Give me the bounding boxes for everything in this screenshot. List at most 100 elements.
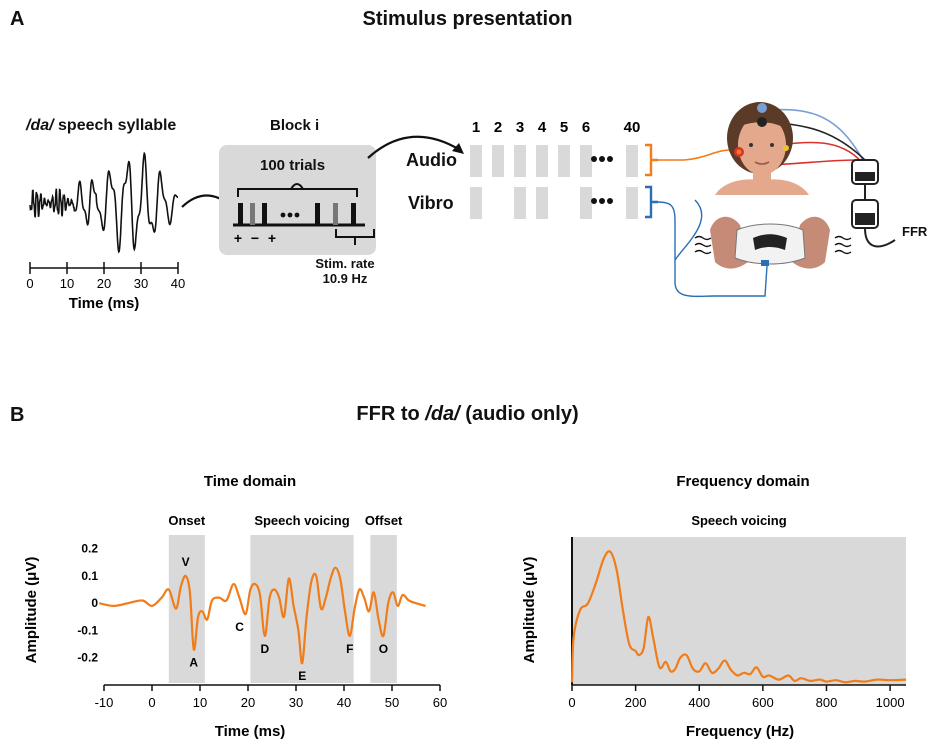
wave-tick-1: 10: [60, 276, 74, 291]
td-ylabel: Amplitude (μV): [23, 557, 40, 664]
td-peak-V: V: [182, 555, 190, 569]
audio-block-3: [514, 145, 526, 177]
fd-xtick-label: 1000: [876, 695, 905, 710]
td-peak-A: A: [189, 656, 198, 670]
fd-xtick-label: 200: [625, 695, 647, 710]
td-peak-E: E: [298, 669, 306, 683]
waveform-trace: [29, 151, 179, 254]
block-trials-diagram: + − +: [233, 183, 375, 246]
panel-b-title-suffix: (audio only): [465, 403, 579, 425]
wave-tick-2: 20: [97, 276, 111, 291]
fd-region-label: Speech voicing: [691, 513, 786, 528]
vibro-connector: [761, 260, 769, 266]
td-region-0: [168, 535, 205, 683]
fd-region: [572, 537, 906, 685]
td-ytick-label: 0.2: [81, 542, 98, 556]
panel-a-label: A: [10, 8, 25, 30]
td-xtick-label: -10: [95, 695, 114, 710]
td-xtick-label: 50: [385, 695, 399, 710]
electrode-forehead: [757, 117, 767, 127]
block-number-1: 1: [472, 119, 480, 136]
vibro-block-4: [536, 187, 548, 219]
wave-xlabel: Time (ms): [69, 295, 140, 312]
audio-block-2: [492, 145, 504, 177]
panel-a-title: Stimulus presentation: [362, 8, 573, 30]
td-ytick-label: -0.2: [77, 651, 98, 665]
panel-b-title-prefix: FFR to: [356, 403, 420, 425]
fd-xtick-label: 400: [688, 695, 710, 710]
fd-xtick-label: 800: [816, 695, 838, 710]
fd-xtick-label: 600: [752, 695, 774, 710]
td-axes: -10 0 10 20 30 40 50 60 0.2 0.1 0 -0.1 -0.2: [77, 542, 447, 710]
audio-block-5: [558, 145, 570, 177]
polarity-2: +: [268, 230, 276, 246]
panel-b-title-syllable: /da/: [425, 403, 460, 425]
td-region-label-1: Speech voicing: [254, 513, 349, 528]
vibro-block-6: [580, 187, 592, 219]
fd-title: Frequency domain: [676, 473, 809, 490]
stimulus-waveform: 0 10 20 30 40 Time (ms): [26, 151, 185, 312]
td-peak-labels: V A C D E F O: [182, 555, 388, 683]
block-number-4: 4: [538, 119, 547, 136]
fd-spectrum-trace: [570, 550, 907, 684]
panel-b-title: FFR to /da/ (audio only): [0, 403, 935, 426]
td-xtick-label: 60: [433, 695, 447, 710]
td-xlabel: Time (ms): [215, 723, 286, 740]
polarity-0: +: [234, 230, 242, 246]
td-xtick-label: 40: [337, 695, 351, 710]
td-ytick-label: -0.1: [77, 623, 98, 637]
vibro-block-1: [470, 187, 482, 219]
participant-illustration: [674, 102, 896, 269]
td-peak-F: F: [346, 642, 353, 656]
bracket-connectors: [657, 159, 768, 298]
stim-rate: Stim. rate 10.9 Hz: [300, 256, 390, 286]
td-xtick-label: 0: [148, 695, 155, 710]
td-ytick-label: 0.1: [81, 569, 98, 583]
fd-shaded-region: Speech voicing: [572, 513, 906, 685]
td-xtick-label: 20: [241, 695, 255, 710]
td-ffr-trace: [98, 566, 426, 665]
wave-tick-3: 30: [134, 276, 148, 291]
audio-blocks: [470, 145, 638, 177]
panel-b-label: B: [10, 404, 25, 426]
stim-rate-label: Stim. rate: [315, 256, 375, 271]
audio-block-4: [536, 145, 548, 177]
vibro-block-7: [626, 187, 638, 219]
stim-rate-value: 10.9 Hz: [322, 271, 368, 286]
vibro-label: Vibro: [408, 193, 454, 213]
block-number-2: 2: [494, 119, 502, 136]
audio-label: Audio: [406, 150, 457, 170]
vibro-block-3: [514, 187, 526, 219]
syllable-text: /da/: [26, 117, 54, 134]
syllable-label: /da/ speech syllable: [26, 117, 176, 135]
td-region-label-0: Onset: [168, 513, 206, 528]
polarity-1: −: [251, 230, 259, 246]
td-peak-D: D: [260, 642, 269, 656]
block-number-5: 5: [560, 119, 568, 136]
ffr-output-label: FFR: [902, 224, 928, 239]
syllable-suffix: speech syllable: [58, 117, 177, 134]
fd-ylabel: Amplitude (μV): [521, 557, 538, 664]
td-xtick-label: 10: [193, 695, 207, 710]
td-peak-C: C: [235, 620, 244, 634]
frequency-domain-chart: Frequency domain Speech voicing 0 200 400 6…: [521, 473, 907, 740]
wave-tick-4: 40: [171, 276, 185, 291]
fd-xtick-label: 0: [568, 695, 575, 710]
block-number-40: 40: [624, 119, 641, 136]
block-number-3: 3: [516, 119, 524, 136]
audio-block-6: [580, 145, 592, 177]
td-peak-O: O: [379, 642, 388, 656]
td-region-label-2: Offset: [365, 513, 403, 528]
td-region-2: [370, 535, 397, 683]
wave-tick-0: 0: [26, 276, 33, 291]
td-xtick-label: 30: [289, 695, 303, 710]
audio-block-1: [470, 145, 482, 177]
td-title: Time domain: [204, 473, 296, 490]
arrow-to-sequence: [367, 135, 464, 159]
time-domain-chart: Time domain Onset Speech voicing Offset -1…: [23, 473, 447, 740]
block-title: Block i: [270, 117, 320, 134]
td-ytick-label: 0: [91, 596, 98, 610]
